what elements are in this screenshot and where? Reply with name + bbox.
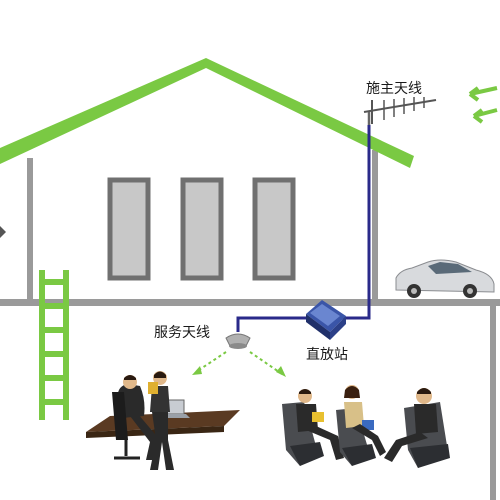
left-signal-arrow	[0, 226, 6, 238]
window	[252, 177, 296, 281]
window	[180, 177, 224, 281]
house-walls	[0, 150, 500, 500]
window	[107, 177, 151, 281]
repeater-icon	[306, 300, 346, 340]
coverage-signal-arrows	[195, 351, 283, 375]
ladder	[39, 270, 69, 420]
service-antenna-label: 服务天线	[154, 325, 210, 341]
incoming-signal-arrows	[468, 86, 498, 124]
service-antenna-icon	[225, 333, 251, 349]
repeater-label: 直放站	[306, 347, 348, 363]
office-desk-scene	[86, 371, 240, 470]
house-roof	[0, 58, 414, 168]
donor-antenna-label: 施主天线	[366, 81, 422, 97]
coverage-arrow-head	[276, 366, 286, 377]
lounge-scene	[282, 385, 450, 468]
coverage-arrow-head	[192, 366, 202, 375]
house-windows	[107, 177, 296, 281]
car-icon	[395, 259, 495, 298]
